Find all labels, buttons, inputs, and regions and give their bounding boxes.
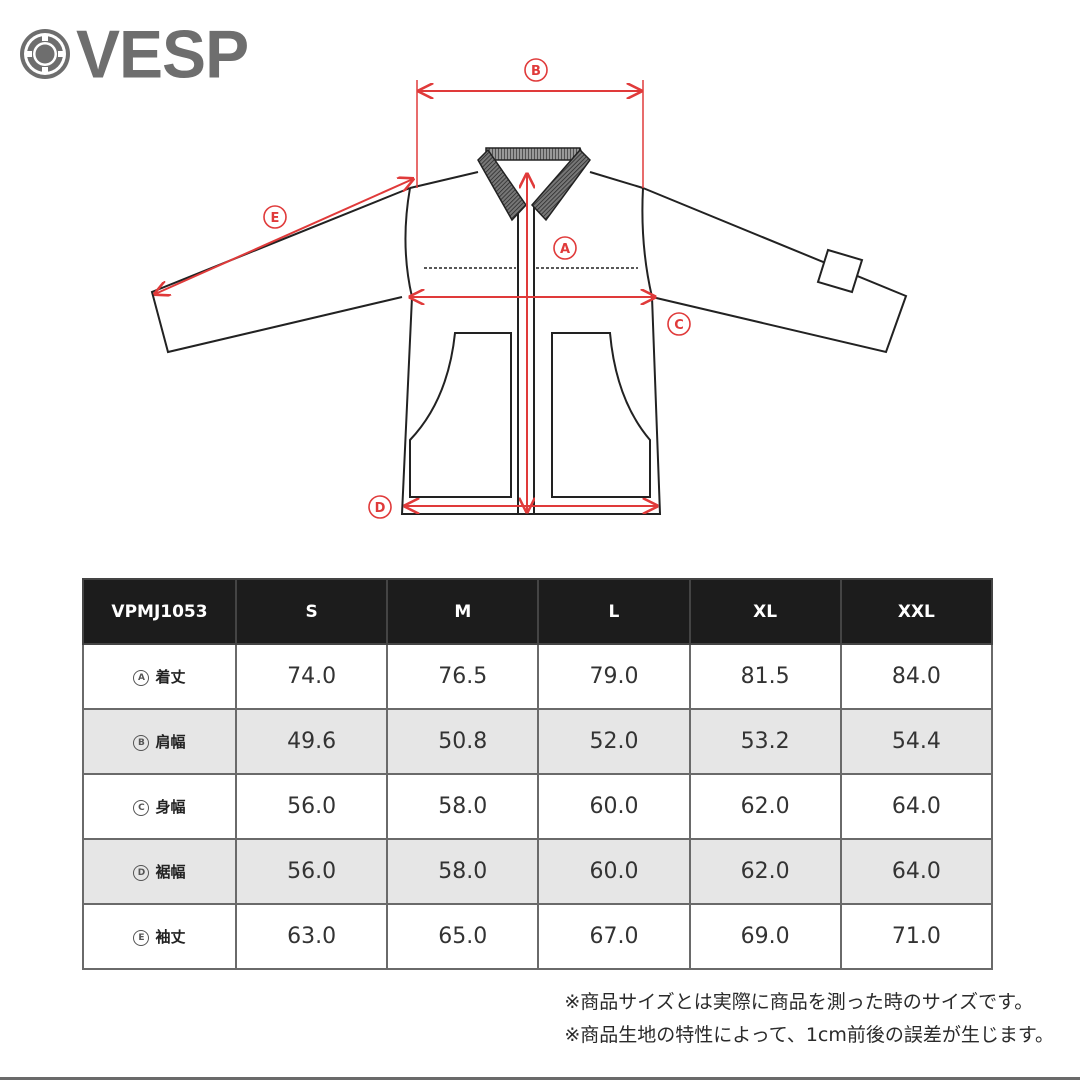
brand-name: VESP [76,16,249,92]
marker-a-icon: A [553,236,577,260]
model-number: VPMJ1053 [82,578,237,645]
marker-e-icon: E [133,929,150,946]
note-line: ※商品サイズとは実際に商品を測った時のサイズです。 [564,991,1034,1013]
table-cell: 50.8 [386,708,540,775]
marker-a-icon: A [133,669,150,686]
marker-c-icon: C [667,312,691,336]
circle-emblem-icon [20,29,70,79]
table-cell: 81.5 [688,643,842,710]
table-cell: 54.4 [839,708,994,775]
table-cell: 62.0 [688,773,842,840]
svg-text:C: C [674,318,684,333]
table-cell: 62.0 [688,838,842,905]
marker-d-icon: D [368,495,392,519]
table-header-row: VPMJ1053 S M L XL XXL [82,578,994,645]
table-cell: 60.0 [537,773,691,840]
marker-b-icon: B [133,734,150,751]
measurement-markers: B A C D E [263,58,691,519]
column-header: M [386,578,540,645]
note-line: ※商品生地の特性によって、1cm前後の誤差が生じます。 [564,1024,1054,1046]
table-cell: 58.0 [386,838,540,905]
table-cell: 84.0 [839,643,994,710]
bottom-divider [0,1077,1080,1080]
table-cell: 76.5 [386,643,540,710]
table-cell: 53.2 [688,708,842,775]
column-header: L [537,578,691,645]
column-header: XL [688,578,842,645]
measurement-lines [155,80,657,512]
marker-b-icon: B [524,58,548,82]
table-cell: 56.0 [234,838,389,905]
table-cell: 79.0 [537,643,691,710]
table-cell: 63.0 [234,903,389,970]
brand-logo: VESP [18,16,249,92]
table-cell: 69.0 [688,903,842,970]
table-cell: 60.0 [537,838,691,905]
table-cell: 65.0 [386,903,540,970]
svg-text:A: A [560,242,570,257]
column-header: XXL [839,578,994,645]
svg-text:D: D [375,501,386,516]
jacket-measurement-diagram: B A C D E [150,58,908,519]
marker-e-icon: E [263,205,287,229]
marker-c-icon: C [133,799,150,816]
table-cell: 52.0 [537,708,691,775]
table-cell: 64.0 [839,838,994,905]
table-cell: 64.0 [839,773,994,840]
column-header: S [234,578,389,645]
svg-text:E: E [271,211,280,226]
table-cell: 74.0 [234,643,389,710]
table-cell: 67.0 [537,903,691,970]
table-cell: 71.0 [839,903,994,970]
table-cell: 56.0 [234,773,389,840]
marker-d-icon: D [133,864,150,881]
svg-text:B: B [531,64,541,79]
size-notes: ※商品サイズとは実際に商品を測った時のサイズです。 ※商品生地の特性によって、1… [564,986,1054,1052]
table-cell: 58.0 [386,773,540,840]
table-cell: 49.6 [234,708,389,775]
